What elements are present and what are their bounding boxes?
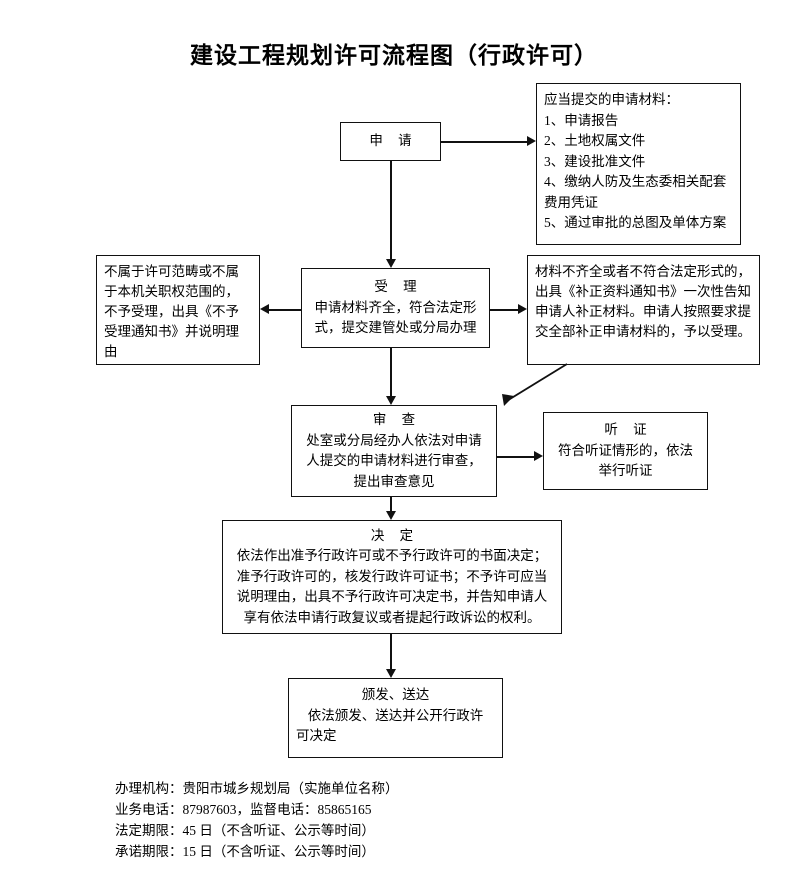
connector-review-to-hearing: [497, 456, 534, 458]
node-hearing-line-0: 符合听证情形的，依法: [558, 442, 693, 458]
node-materials-line-0: 应当提交的申请材料：: [544, 92, 679, 107]
footer-line-agency: 办理机构：贵阳市城乡规划局（实施单位名称）: [115, 781, 399, 796]
node-accept-header: 受 理: [374, 279, 423, 295]
footer: 办理机构：贵阳市城乡规划局（实施单位名称） 业务电话：87987603，监督电话…: [115, 778, 399, 862]
node-accept-line-1: 式，提交建管处或分局办理: [314, 320, 477, 336]
arrowhead-accept-to-supplement: [518, 304, 527, 314]
node-hearing-line-1: 举行听证: [598, 463, 653, 479]
node-decision-line-0: 依法作出准予行政许可或不予行政许可的书面决定；: [236, 548, 548, 564]
node-materials-line-4: 4、缴纳人防及生态委相关配套: [544, 174, 727, 189]
node-decision-line-2: 说明理由，出具不予行政许可决定书，并告知申请人: [236, 589, 548, 605]
node-hearing: 听 证 符合听证情形的，依法 举行听证: [543, 412, 708, 490]
arrowhead-review-to-decision: [386, 511, 396, 520]
node-supplement: 材料不齐全或者不符合法定形式的，出具《补正资料通知书》一次性告知申请人补正材料。…: [527, 255, 760, 365]
footer-line-legal-term: 法定期限：45 日（不含听证、公示等时间）: [115, 823, 375, 838]
node-reject: 不属于许可范畴或不属于本机关职权范围的，不予受理，出具《不予受理通知书》并说明理…: [96, 255, 260, 365]
node-issue: 颁发、送达 依法颁发、送达并公开行政许 可决定: [288, 678, 503, 758]
arrowhead-apply-to-materials: [527, 136, 536, 146]
node-apply-header: 申 请: [369, 133, 418, 149]
node-review-line-2: 提出审查意见: [353, 473, 435, 489]
node-supplement-line-0: 材料不齐全或者不符合法定形式的，出具《补正资料通知书》一次性告知申请人补正材料。…: [535, 264, 751, 339]
connector-apply-to-materials: [441, 141, 527, 143]
arrowhead-accept-to-review: [386, 396, 396, 405]
node-issue-header: 颁发、送达: [361, 687, 430, 702]
connector-accept-to-review: [390, 348, 392, 397]
node-decision: 决 定 依法作出准予行政许可或不予行政许可的书面决定； 准予行政许可的，核发行政…: [222, 520, 562, 634]
connector-review-to-decision: [390, 497, 392, 512]
connector-supplement-to-review: [502, 363, 568, 406]
node-issue-line-0: 依法颁发、送达并公开行政许: [307, 707, 484, 723]
arrowhead-review-to-hearing: [534, 451, 543, 461]
arrowhead-accept-to-reject: [260, 304, 269, 314]
connector-apply-to-accept: [390, 161, 392, 259]
arrowhead-decision-to-issue: [386, 669, 396, 678]
node-review-header: 审 查: [372, 412, 422, 427]
page-title: 建设工程规划许可流程图（行政许可）: [190, 43, 598, 68]
node-reject-line-0: 不属于许可范畴或不属于本机关职权范围的，不予受理，出具《不予受理通知书》并说明理…: [104, 264, 239, 359]
node-decision-header: 决 定: [370, 527, 420, 543]
node-materials-line-3: 3、建设批准文件: [544, 153, 646, 169]
node-materials-line-1: 1、申请报告: [544, 112, 619, 128]
node-apply: 申 请: [340, 122, 441, 161]
arrowhead-apply-to-accept: [386, 259, 396, 268]
node-materials: 应当提交的申请材料： 1、申请报告 2、土地权属文件 3、建设批准文件 4、缴纳…: [536, 83, 741, 245]
connector-accept-to-reject: [269, 309, 301, 311]
node-hearing-header: 听 证: [604, 422, 653, 438]
connector-accept-to-supplement: [490, 309, 518, 311]
node-decision-line-3: 享有依法申请行政复议或者提起行政诉讼的权利。: [243, 609, 541, 625]
footer-line-phone: 业务电话：87987603，监督电话：85865165: [115, 802, 372, 817]
node-issue-line-1: 可决定: [296, 728, 337, 743]
node-materials-line-5: 费用凭证: [544, 194, 598, 210]
node-review-line-1: 人提交的申请材料进行审查，: [306, 453, 482, 468]
node-review: 审 查 处室或分局经办人依法对申请 人提交的申请材料进行审查， 提出审查意见: [291, 405, 497, 497]
footer-line-promised-term: 承诺期限：15 日（不含听证、公示等时间）: [115, 844, 375, 859]
node-accept-line-0: 申请材料齐全，符合法定形: [314, 299, 477, 315]
node-materials-line-6: 5、通过审批的总图及单体方案: [544, 215, 727, 230]
node-materials-line-2: 2、土地权属文件: [544, 133, 646, 148]
node-decision-line-1: 准予行政许可的，核发行政许可证书；不予许可应当: [236, 568, 548, 584]
node-accept: 受 理 申请材料齐全，符合法定形 式，提交建管处或分局办理: [301, 268, 490, 348]
node-review-line-0: 处室或分局经办人依法对申请: [306, 432, 482, 448]
connector-decision-to-issue: [390, 634, 392, 670]
